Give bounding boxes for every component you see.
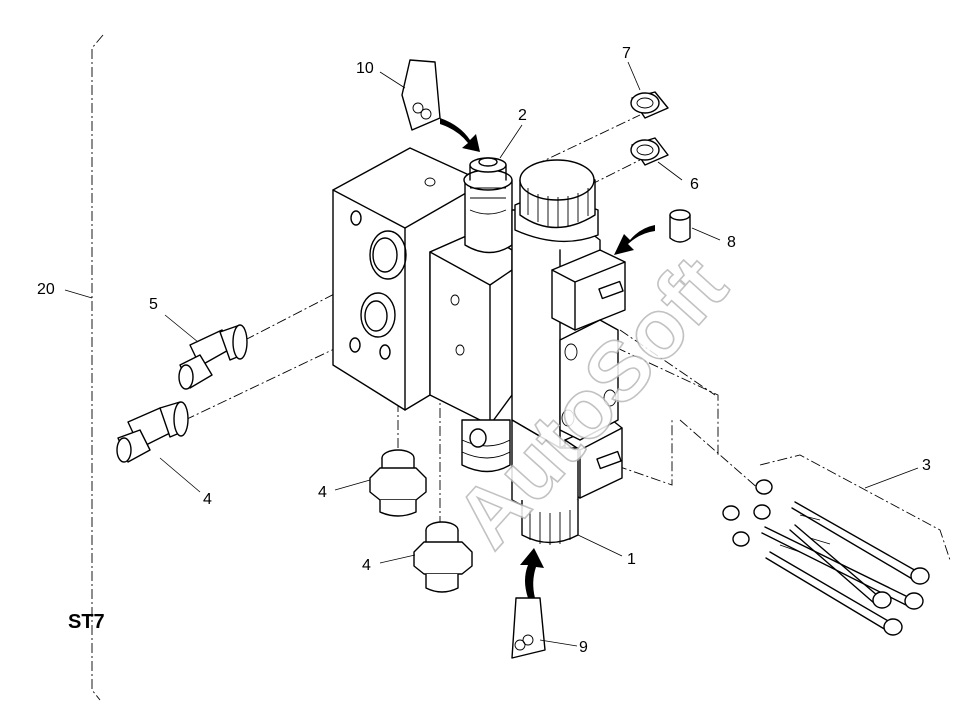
plug-6 <box>630 137 669 166</box>
fitting-5 <box>178 324 248 390</box>
tool-tag-9 <box>511 548 546 659</box>
fitting-4-lower <box>413 521 473 593</box>
leader-lines <box>64 61 919 647</box>
bolts-3 <box>722 479 930 636</box>
middle-plate <box>429 229 513 426</box>
callout-9: 9 <box>579 639 588 656</box>
callout-2: 2 <box>518 107 527 124</box>
cartridge-valve <box>463 157 513 254</box>
group-boundary-left <box>91 34 104 701</box>
solenoid-valve <box>511 159 626 545</box>
callout-3: 3 <box>922 457 931 474</box>
callout-5: 5 <box>149 296 158 313</box>
callout-10: 10 <box>356 60 374 77</box>
callout-numbers: 10 2 7 6 8 20 5 4 4 4 1 9 3 <box>37 45 931 656</box>
insert-arrow <box>614 225 655 255</box>
callout-20: 20 <box>37 281 55 298</box>
plug-7 <box>630 91 669 119</box>
callout-8: 8 <box>727 234 736 251</box>
callout-4-lower: 4 <box>362 557 371 574</box>
section-label: ST7 <box>68 611 105 633</box>
tool-tag-10 <box>401 59 480 152</box>
callout-4-upper: 4 <box>318 484 327 501</box>
sleeve-8 <box>669 209 691 243</box>
manifold-block <box>332 147 481 411</box>
callout-1: 1 <box>627 551 636 568</box>
callout-4-left: 4 <box>203 491 212 508</box>
fitting-4-left <box>116 401 189 463</box>
fitting-4-upper <box>369 449 427 517</box>
lower-cartridge <box>461 419 511 473</box>
callout-7: 7 <box>622 45 631 62</box>
callout-6: 6 <box>690 176 699 193</box>
